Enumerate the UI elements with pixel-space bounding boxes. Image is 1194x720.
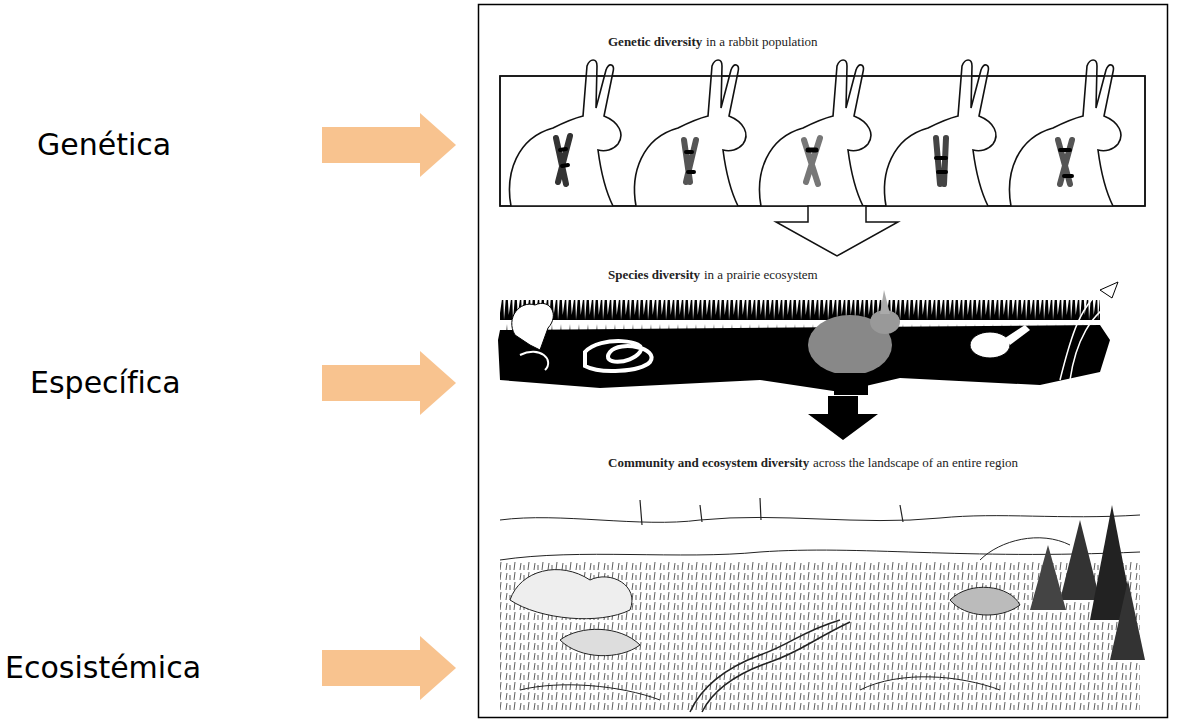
landscape-illustration xyxy=(500,498,1145,712)
down-arrow xyxy=(776,206,898,256)
chromosomes xyxy=(556,136,1072,184)
level-label: Ecosistémica xyxy=(5,650,201,686)
figure-frame xyxy=(479,5,1168,718)
down-arrow xyxy=(808,396,878,440)
pointer-arrow xyxy=(322,113,456,177)
level-label: Genética xyxy=(37,127,171,163)
pointer-arrow xyxy=(322,636,456,700)
prairie-illustration xyxy=(498,282,1120,395)
panel-caption: Species diversity xyxy=(608,267,700,283)
panel-caption: Genetic diversity xyxy=(608,34,702,50)
panel-caption: Community and ecosystem diversity xyxy=(608,455,809,471)
panel-caption: in a rabbit population xyxy=(706,34,818,50)
level-label: Específica xyxy=(30,365,181,401)
rabbit-row xyxy=(500,60,1145,206)
panel-caption: across the landscape of an entire region xyxy=(813,455,1018,471)
panel-caption: in a prairie ecosystem xyxy=(704,267,818,283)
pointer-arrow xyxy=(322,351,456,415)
